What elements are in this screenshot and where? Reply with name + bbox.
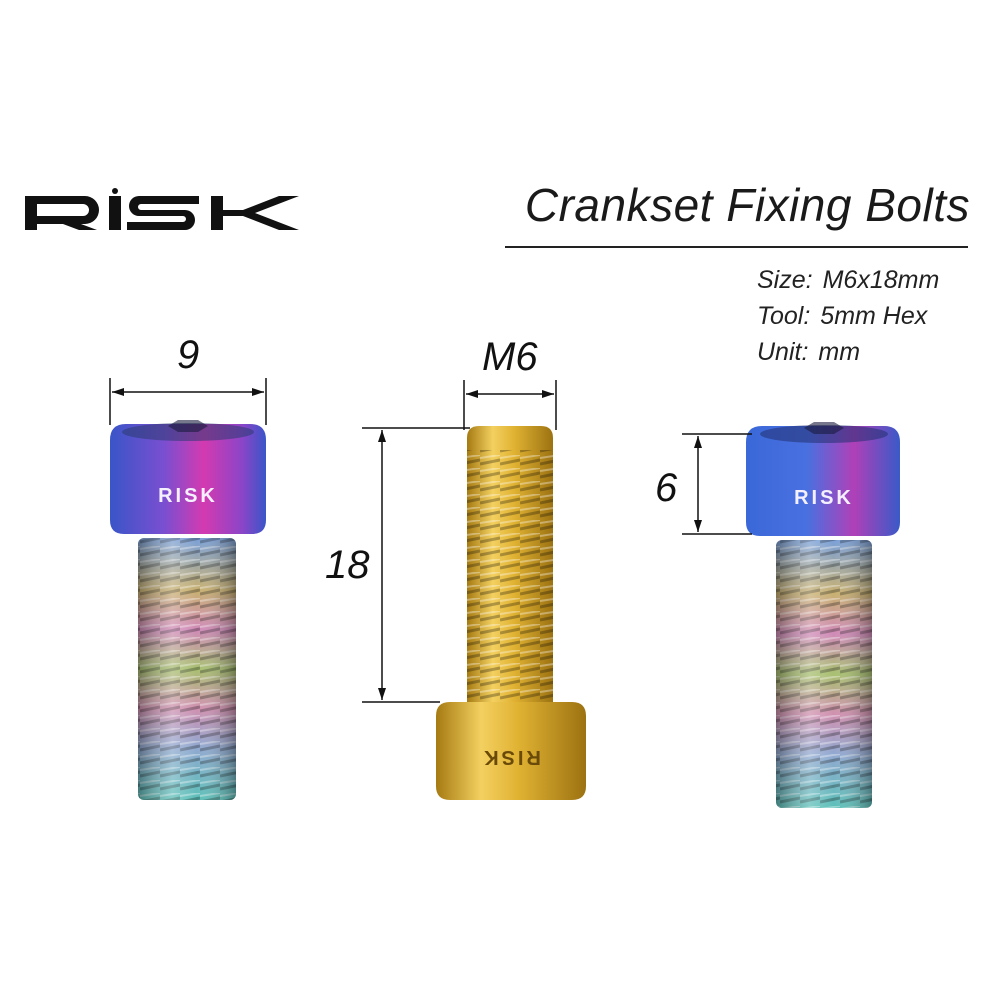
dim-length: 18 (325, 543, 370, 587)
dim-thread-diameter: M6 (482, 335, 538, 379)
page-title: Crankset Fixing Bolts (524, 179, 970, 231)
spec-row-tool: Tool: 5mm Hex (757, 298, 997, 334)
bolt-left: RISK (110, 420, 266, 800)
bolt-right: RISK (746, 422, 900, 808)
spec-row-unit: Unit: mm (757, 334, 997, 370)
spec-value: 5mm Hex (820, 302, 928, 330)
spec-value: mm (818, 338, 861, 366)
bolt-center: RISK (436, 426, 586, 800)
spec-list: Size: M6x18mm Tool: 5mm Hex Unit: mm (757, 262, 997, 370)
title-underline (505, 246, 968, 248)
dimension-lines (109, 378, 752, 703)
spec-label: Unit: (757, 338, 809, 366)
spec-value: M6x18mm (822, 266, 940, 294)
risk-logo (25, 188, 299, 230)
spec-row-size: Size: M6x18mm (757, 262, 997, 298)
spec-label: Size: (757, 266, 813, 294)
spec-label: Tool: (757, 302, 811, 330)
head-marking: RISK (481, 746, 541, 768)
dim-head-diameter: 9 (177, 333, 200, 377)
head-marking: RISK (794, 487, 854, 509)
dim-head-height: 6 (655, 466, 678, 510)
head-marking: RISK (158, 485, 218, 507)
